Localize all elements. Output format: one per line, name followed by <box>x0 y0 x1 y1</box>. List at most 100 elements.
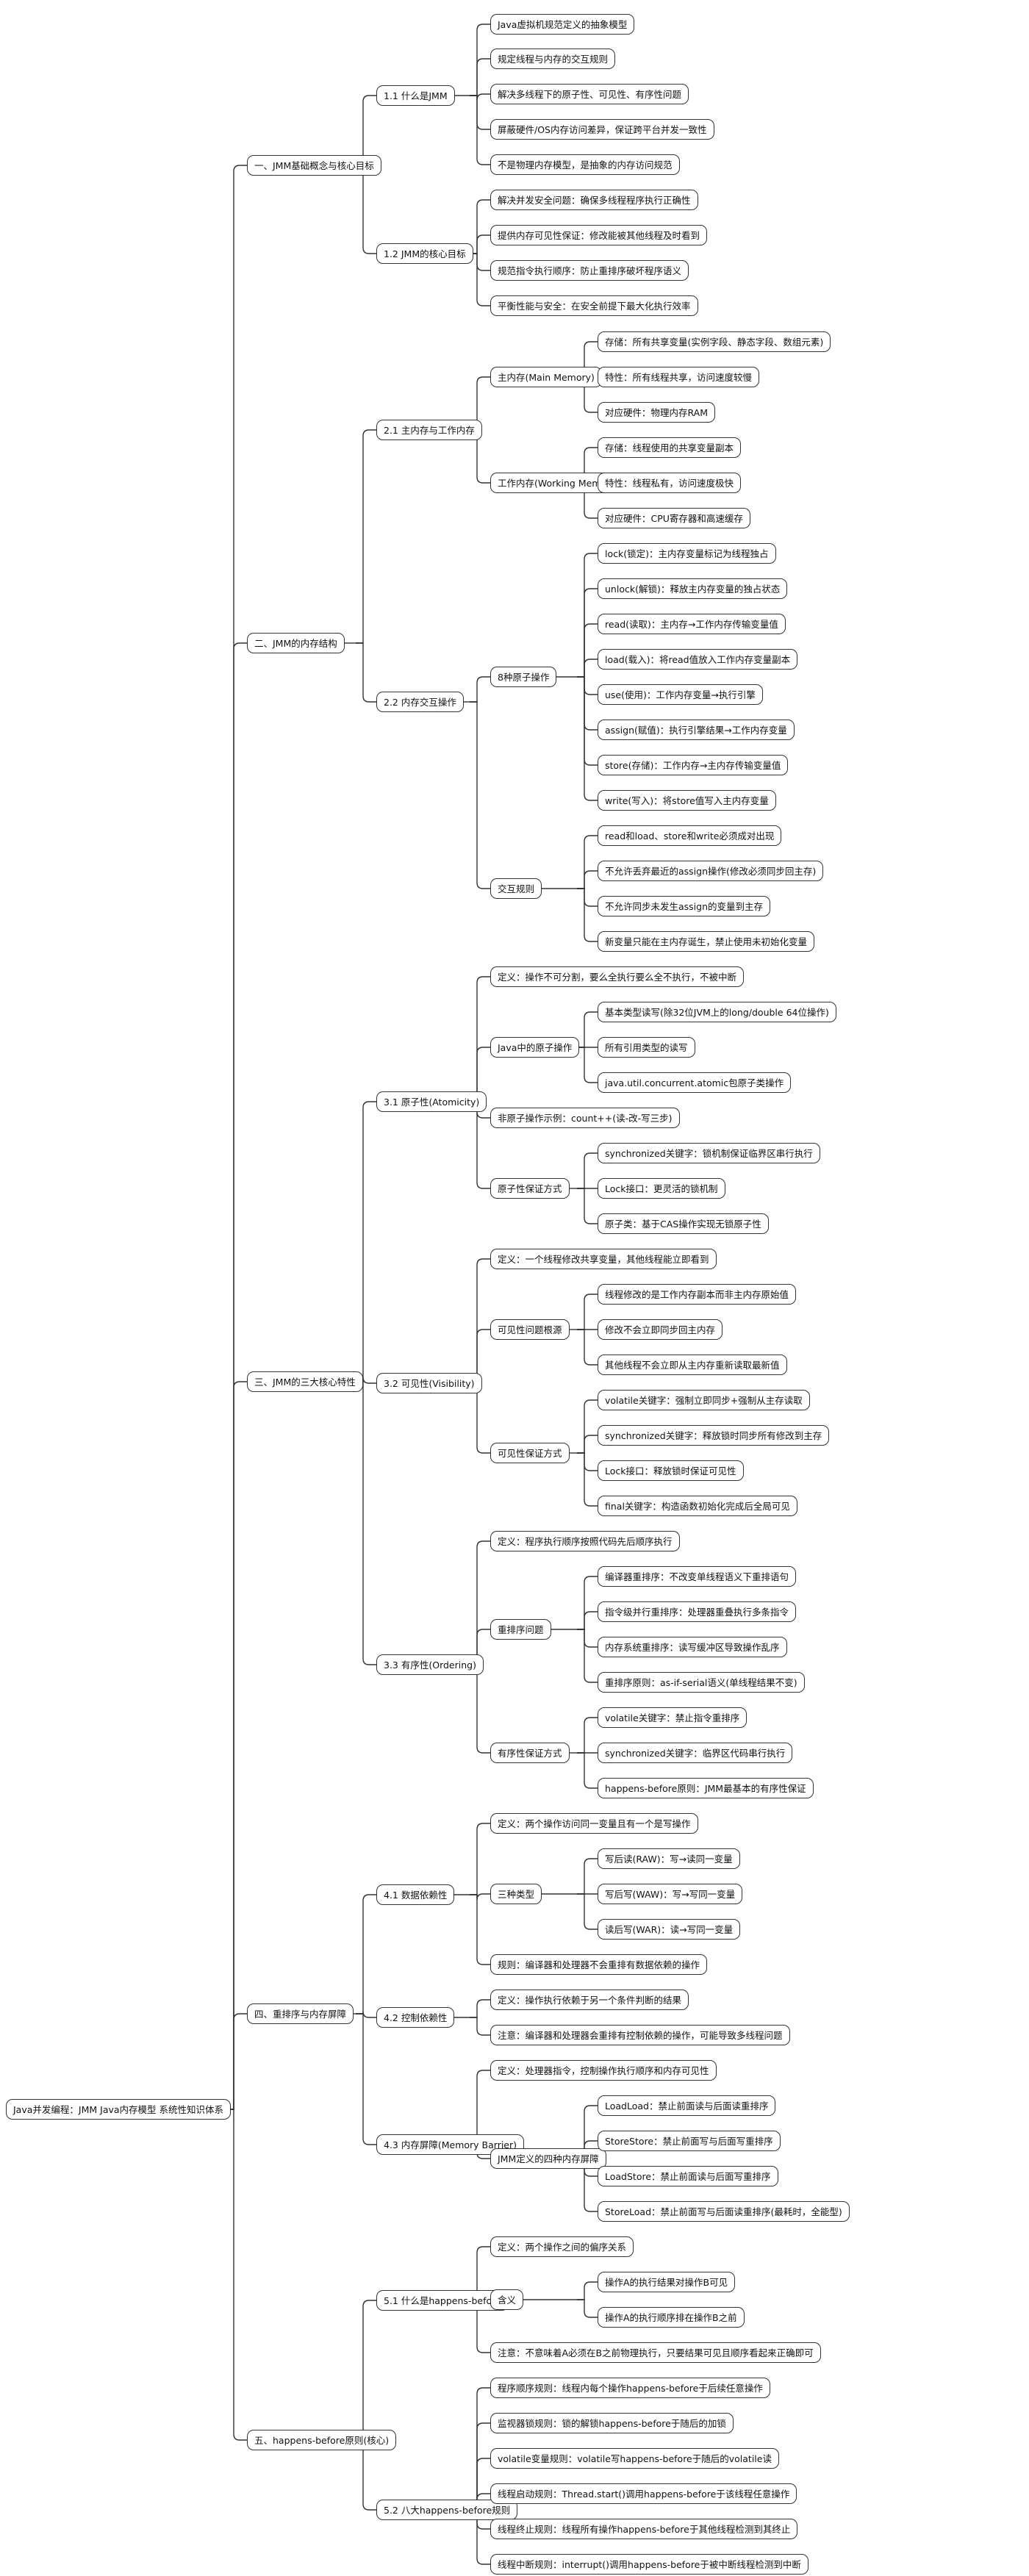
leaf-node[interactable]: load(载入)：将read值放入工作内存变量副本 <box>598 649 798 670</box>
leaf-node[interactable]: synchronized关键字：锁机制保证临界区串行执行 <box>598 1143 820 1163</box>
leaf-node[interactable]: 定义：一个线程修改共享变量，其他线程能立即看到 <box>490 1249 717 1269</box>
leaf-node[interactable]: 操作A的执行结果对操作B可见 <box>598 2272 736 2292</box>
topic-node[interactable]: 4.1 数据依赖性 <box>376 1884 455 1905</box>
topic-node[interactable]: 重排序问题 <box>490 1619 551 1640</box>
leaf-node[interactable]: 修改不会立即同步回主内存 <box>598 1319 723 1340</box>
leaf-node[interactable]: write(写入)：将store值写入主内存变量 <box>598 790 776 811</box>
leaf-node[interactable]: 指令级并行重排序：处理器重叠执行多条指令 <box>598 1601 797 1622</box>
leaf-node[interactable]: 原子类：基于CAS操作实现无锁原子性 <box>598 1213 769 1234</box>
leaf-node[interactable]: 平衡性能与安全：在安全前提下最大化执行效率 <box>490 295 698 316</box>
leaf-node[interactable]: 所有引用类型的读写 <box>598 1037 695 1058</box>
leaf-node[interactable]: use(使用)：工作内存变量→执行引擎 <box>598 684 763 705</box>
leaf-node[interactable]: read(读取)：主内存→工作内存传输变量值 <box>598 614 786 634</box>
leaf-node[interactable]: volatile变量规则：volatile写happens-before于随后的… <box>490 2448 779 2469</box>
leaf-node[interactable]: 特性：所有线程共享，访问速度较慢 <box>598 367 760 387</box>
leaf-node[interactable]: synchronized关键字：临界区代码串行执行 <box>598 1743 793 1763</box>
topic-node[interactable]: 1.2 JMM的核心目标 <box>376 243 473 264</box>
topic-node[interactable]: 3.3 有序性(Ordering) <box>376 1654 484 1675</box>
topic-node[interactable]: 交互规则 <box>490 878 542 899</box>
topic-node[interactable]: 一、JMM基础概念与核心目标 <box>247 155 381 176</box>
leaf-node[interactable]: LoadStore：禁止前面读与后面写重排序 <box>598 2166 778 2186</box>
leaf-node[interactable]: 监视器锁规则：锁的解锁happens-before于随后的加锁 <box>490 2413 734 2433</box>
leaf-node[interactable]: 定义：操作不可分割，要么全执行要么全不执行，不被中断 <box>490 966 745 987</box>
topic-node[interactable]: 3.2 可见性(Visibility) <box>376 1373 482 1393</box>
topic-node[interactable]: 三、JMM的三大核心特性 <box>247 1371 363 1392</box>
leaf-node[interactable]: 定义：两个操作之间的偏序关系 <box>490 2236 634 2257</box>
leaf-node[interactable]: 新变量只能在主内存诞生，禁止使用未初始化变量 <box>598 931 815 952</box>
leaf-node[interactable]: 提供内存可见性保证：修改能被其他线程及时看到 <box>490 225 708 245</box>
leaf-node[interactable]: volatile关键字：强制立即同步+强制从主存读取 <box>598 1390 810 1410</box>
topic-node[interactable]: 五、happens-before原则(核心) <box>247 2430 397 2450</box>
topic-node[interactable]: 可见性问题根源 <box>490 1319 570 1340</box>
leaf-node[interactable]: lock(锁定)：主内存变量标记为线程独占 <box>598 543 776 564</box>
leaf-node[interactable]: happens-before原则：JMM最基本的有序性保证 <box>598 1778 814 1798</box>
leaf-node[interactable]: java.util.concurrent.atomic包原子类操作 <box>598 1072 792 1093</box>
leaf-node[interactable]: 线程修改的是工作内存副本而非主内存原始值 <box>598 1284 797 1305</box>
leaf-node[interactable]: read和load、store和write必须成对出现 <box>598 825 782 846</box>
topic-node[interactable]: 有序性保证方式 <box>490 1743 570 1763</box>
leaf-node[interactable]: 线程启动规则：Thread.start()调用happens-before于该线… <box>490 2483 797 2504</box>
leaf-node[interactable]: 定义：程序执行顺序按照代码先后顺序执行 <box>490 1531 680 1551</box>
leaf-node[interactable]: final关键字：构造函数初始化完成后全局可见 <box>598 1496 797 1516</box>
topic-node[interactable]: 可见性保证方式 <box>490 1443 570 1463</box>
topic-node[interactable]: 四、重排序与内存屏障 <box>247 2003 354 2024</box>
leaf-node[interactable]: unlock(解锁)：释放主内存变量的独占状态 <box>598 578 788 599</box>
topic-node[interactable]: 2.1 主内存与工作内存 <box>376 420 482 440</box>
leaf-node[interactable]: 非原子操作示例：count++(读-改-写三步) <box>490 1108 680 1128</box>
leaf-node[interactable]: 操作A的执行顺序排在操作B之前 <box>598 2307 745 2328</box>
leaf-node[interactable]: 定义：两个操作访问同一变量且有一个是写操作 <box>490 1813 698 1834</box>
leaf-node[interactable]: 其他线程不会立即从主内存重新读取最新值 <box>598 1355 787 1375</box>
leaf-node[interactable]: 解决多线程下的原子性、可见性、有序性问题 <box>490 84 689 104</box>
topic-node[interactable]: 1.1 什么是JMM <box>376 85 455 106</box>
leaf-node[interactable]: synchronized关键字：释放锁时同步所有修改到主存 <box>598 1425 830 1446</box>
leaf-node[interactable]: assign(赋值)：执行引擎结果→工作内存变量 <box>598 720 795 740</box>
leaf-node[interactable]: 规范指令执行顺序：防止重排序破坏程序语义 <box>490 260 689 281</box>
leaf-node[interactable]: 程序顺序规则：线程内每个操作happens-before于后续任意操作 <box>490 2378 770 2398</box>
leaf-node[interactable]: 特性：线程私有，访问速度极快 <box>598 473 742 493</box>
leaf-node[interactable]: 编译器重排序：不改变单线程语义下重排语句 <box>598 1566 797 1587</box>
topic-node[interactable]: 主内存(Main Memory) <box>490 367 602 387</box>
leaf-node[interactable]: 写后写(WAW)：写→写同一变量 <box>598 1884 743 1904</box>
topic-node[interactable]: Java中的原子操作 <box>490 1037 580 1058</box>
leaf-node[interactable]: 解决并发安全问题：确保多线程程序执行正确性 <box>490 190 698 210</box>
topic-node[interactable]: 三种类型 <box>490 1884 542 1904</box>
leaf-node[interactable]: 存储：所有共享变量(实例字段、静态字段、数组元素) <box>598 331 831 352</box>
leaf-node[interactable]: LoadLoad：禁止前面读与后面读重排序 <box>598 2095 776 2116</box>
topic-node[interactable]: JMM定义的四种内存屏障 <box>490 2148 606 2169</box>
leaf-node[interactable]: 规定线程与内存的交互规则 <box>490 49 616 69</box>
leaf-node[interactable]: 定义：操作执行依赖于另一个条件判断的结果 <box>490 1990 689 2010</box>
leaf-node[interactable]: 对应硬件：物理内存RAM <box>598 402 716 423</box>
leaf-node[interactable]: StoreLoad：禁止前面写与后面读重排序(最耗时，全能型) <box>598 2201 850 2222</box>
leaf-node[interactable]: 注意：不意味着A必须在B之前物理执行，只要结果可见且顺序看起来正确即可 <box>490 2342 821 2363</box>
leaf-node[interactable]: Lock接口：释放锁时保证可见性 <box>598 1460 744 1481</box>
topic-node[interactable]: 5.1 什么是happens-before <box>376 2290 509 2311</box>
leaf-node[interactable]: 不允许丢弃最近的assign操作(修改必须同步回主存) <box>598 861 824 881</box>
leaf-node[interactable]: 不允许同步未发生assign的变量到主存 <box>598 896 771 916</box>
leaf-node[interactable]: 重排序原则：as-if-serial语义(单线程结果不变) <box>598 1672 805 1693</box>
leaf-node[interactable]: 读后写(WAR)：读→写同一变量 <box>598 1919 741 1940</box>
leaf-node[interactable]: StoreStore：禁止前面写与后面写重排序 <box>598 2131 781 2151</box>
root-topic[interactable]: Java并发编程：JMM Java内存模型 系统性知识体系 <box>6 2099 232 2120</box>
topic-node[interactable]: 3.1 原子性(Atomicity) <box>376 1091 487 1112</box>
leaf-node[interactable]: 不是物理内存模型，是抽象的内存访问规范 <box>490 154 680 175</box>
leaf-node[interactable]: 内存系统重排序：读写缓冲区导致操作乱序 <box>598 1637 787 1657</box>
topic-node[interactable]: 原子性保证方式 <box>490 1178 570 1199</box>
leaf-node[interactable]: 基本类型读写(除32位JVM上的long/double 64位操作) <box>598 1002 836 1022</box>
leaf-node[interactable]: 线程中断规则：interrupt()调用happens-before于被中断线程… <box>490 2554 808 2575</box>
leaf-node[interactable]: 写后读(RAW)：写→读同一变量 <box>598 1848 740 1869</box>
leaf-node[interactable]: volatile关键字：禁止指令重排序 <box>598 1707 747 1728</box>
leaf-node[interactable]: 存储：线程使用的共享变量副本 <box>598 437 742 458</box>
topic-node[interactable]: 含义 <box>490 2289 524 2310</box>
leaf-node[interactable]: 规则：编译器和处理器不会重排有数据依赖的操作 <box>490 1954 708 1975</box>
leaf-node[interactable]: 线程终止规则：线程所有操作happens-before于其他线程检测到其终止 <box>490 2519 798 2539</box>
topic-node[interactable]: 2.2 内存交互操作 <box>376 692 464 712</box>
leaf-node[interactable]: 对应硬件：CPU寄存器和高速缓存 <box>598 508 750 528</box>
topic-node[interactable]: 4.2 控制依赖性 <box>376 2007 455 2028</box>
topic-node[interactable]: 8种原子操作 <box>490 667 557 687</box>
topic-node[interactable]: 二、JMM的内存结构 <box>247 633 345 653</box>
leaf-node[interactable]: Java虚拟机规范定义的抽象模型 <box>490 14 635 35</box>
leaf-node[interactable]: 注意：编译器和处理器会重排有控制依赖的操作，可能导致多线程问题 <box>490 2025 790 2045</box>
leaf-node[interactable]: 屏蔽硬件/OS内存访问差异，保证跨平台并发一致性 <box>490 119 714 140</box>
leaf-node[interactable]: 定义：处理器指令，控制操作执行顺序和内存可见性 <box>490 2060 717 2081</box>
leaf-node[interactable]: Lock接口：更灵活的锁机制 <box>598 1178 725 1199</box>
